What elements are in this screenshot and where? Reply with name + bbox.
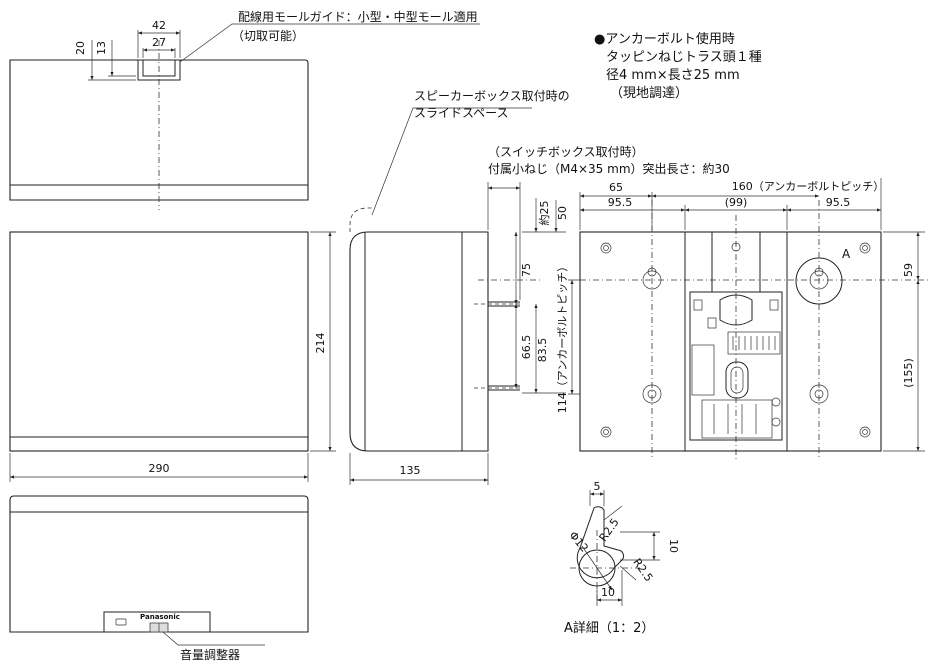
front-view-outline bbox=[9, 231, 309, 452]
dim-114: 114（アンカーボルトピッチ） bbox=[556, 261, 569, 414]
slide-space-note-2: スライドスペース bbox=[414, 106, 509, 120]
terminal-top-clip bbox=[719, 294, 753, 326]
dim-59: 59 bbox=[902, 263, 915, 277]
terminal-block bbox=[701, 399, 773, 439]
bottom-view-outline bbox=[9, 495, 309, 633]
detail-a-title: A詳細（1：2） bbox=[564, 620, 654, 636]
dim-66-5: 66.5 bbox=[520, 335, 533, 360]
connector-pins bbox=[732, 336, 776, 350]
dim-50: 50 bbox=[556, 206, 569, 220]
dim-99: (99) bbox=[725, 196, 748, 209]
anchor-note-1: ●アンカーボルト使用時 bbox=[594, 31, 735, 47]
slide-space-note-1: スピーカーボックス取付時の bbox=[414, 89, 570, 103]
slide-space-leader bbox=[371, 107, 532, 216]
bottom-view: Panasonic 音量調整器 bbox=[9, 495, 309, 662]
molding-guide-leader bbox=[179, 23, 480, 63]
dim-135: 135 bbox=[400, 464, 421, 477]
dim-83-5: 83.5 bbox=[536, 338, 549, 363]
dim-detail-phi12: Φ12 bbox=[566, 529, 591, 555]
front-view: 214 290 bbox=[9, 231, 336, 482]
volume-leader bbox=[162, 631, 265, 646]
dim-about25: 約25 bbox=[537, 201, 551, 226]
slide-space-outline bbox=[349, 207, 372, 232]
dim-95-5a: 95.5 bbox=[608, 196, 633, 209]
anchor-note-2: タッピンねじトラス頭１種 bbox=[606, 49, 762, 65]
corner-screws bbox=[600, 242, 871, 438]
molding-guide-note-1: 配線用モールガイド：小型・中型モール適用 bbox=[238, 9, 478, 24]
terminal-board bbox=[689, 291, 783, 441]
dim-13: 13 bbox=[95, 41, 108, 55]
rear-plate-outline bbox=[579, 231, 882, 452]
dim-95-5b: 95.5 bbox=[826, 196, 851, 209]
dim-detail-10h: 10 bbox=[601, 586, 615, 599]
dim-214: 214 bbox=[314, 333, 327, 354]
dim-155: (155) bbox=[902, 358, 915, 388]
dim-detail-5: 5 bbox=[594, 480, 601, 493]
top-view: 42 27 20 13 配線用モールガイド：小型・中型モール適用 （切取可能） bbox=[9, 9, 480, 210]
anchor-bolt-note: ●アンカーボルト使用時 タッピンねじトラス頭１種 径4 mm×長さ25 mm （… bbox=[594, 31, 762, 101]
oval-slot bbox=[725, 361, 749, 399]
dim-27: 27 bbox=[152, 36, 166, 49]
side-view-outline bbox=[349, 231, 489, 452]
switch-box-note-2: 付属小ねじ（M4×35 mm）突出長さ：約30 bbox=[488, 161, 730, 176]
dim-65: 65 bbox=[609, 181, 623, 194]
side-clip-left bbox=[691, 344, 715, 396]
dim-160: 160（アンカーボルトピッチ） bbox=[732, 180, 885, 193]
switch-box-note-1: （スイッチボックス取付時） bbox=[488, 145, 644, 159]
dim-75: 75 bbox=[520, 263, 533, 277]
dim-42: 42 bbox=[152, 19, 166, 32]
indicator-icon bbox=[115, 618, 127, 626]
detail-a-marker: A bbox=[842, 247, 851, 261]
top-view-outline bbox=[9, 59, 309, 201]
dim-20: 20 bbox=[74, 41, 87, 55]
side-view: スピーカーボックス取付時の スライドスペース 135 （スイッチボックス取付時）… bbox=[349, 89, 730, 485]
volume-label: 音量調整器 bbox=[180, 647, 240, 662]
anchor-note-4: （現地調達） bbox=[610, 86, 688, 101]
detail-a: 5 R2.5 Φ12 R2.5 10 10 A詳細（1：2） bbox=[564, 480, 680, 636]
dim-detail-r25a: R2.5 bbox=[597, 516, 622, 544]
dim-290: 290 bbox=[149, 462, 170, 475]
connector-block bbox=[727, 331, 781, 355]
brand-logo: Panasonic bbox=[140, 613, 180, 621]
molding-guide-note-2: （切取可能） bbox=[232, 29, 304, 43]
rear-view: A 65 160（ bbox=[579, 178, 930, 462]
anchor-note-3: 径4 mm×長さ25 mm bbox=[606, 68, 740, 83]
dim-detail-10v: 10 bbox=[667, 539, 680, 553]
